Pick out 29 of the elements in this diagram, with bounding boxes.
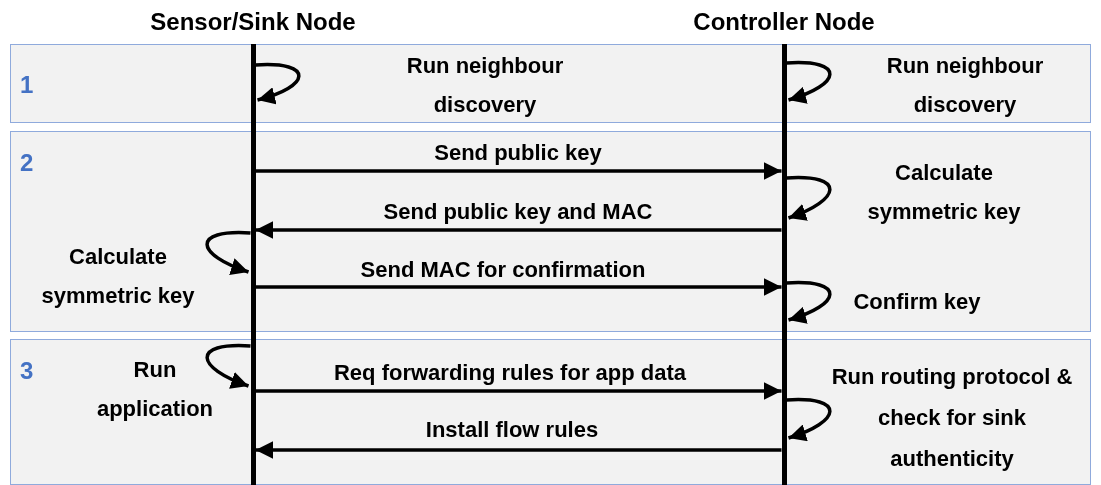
message-label: Send public key — [434, 139, 602, 167]
self-arrow — [786, 397, 832, 441]
phase-number: 1 — [20, 71, 34, 99]
phase-number: 2 — [20, 149, 34, 177]
step-label: Run neighbour discovery — [885, 52, 1045, 119]
step-label: Calculate symmetric key — [866, 159, 1022, 226]
self-arrow — [786, 280, 832, 323]
message-arrow — [255, 162, 782, 180]
lifeline-heading: Sensor/Sink Node — [149, 7, 357, 37]
self-arrow — [786, 60, 832, 103]
step-label: Run application — [95, 356, 215, 423]
message-label: Install flow rules — [425, 416, 599, 444]
self-arrow — [205, 230, 251, 275]
message-label: Send public key and MAC — [383, 198, 653, 226]
self-arrow — [205, 343, 251, 388]
message-arrow — [255, 382, 782, 400]
message-label: Send MAC for confirmation — [360, 256, 646, 284]
lifeline-heading: Controller Node — [692, 7, 876, 37]
self-arrow — [255, 62, 301, 104]
step-label: Run neighbour discovery — [405, 52, 565, 119]
message-label: Req forwarding rules for app data — [334, 359, 686, 387]
step-label: Run routing protocol & check for sink authenticity — [830, 363, 1074, 473]
step-label: Calculate symmetric key — [40, 243, 196, 310]
message-arrow — [255, 221, 782, 239]
phase-number: 3 — [20, 357, 34, 385]
message-arrow — [255, 441, 782, 459]
step-label: Confirm key — [853, 288, 981, 316]
self-arrow — [786, 175, 832, 220]
message-arrow — [255, 278, 782, 296]
